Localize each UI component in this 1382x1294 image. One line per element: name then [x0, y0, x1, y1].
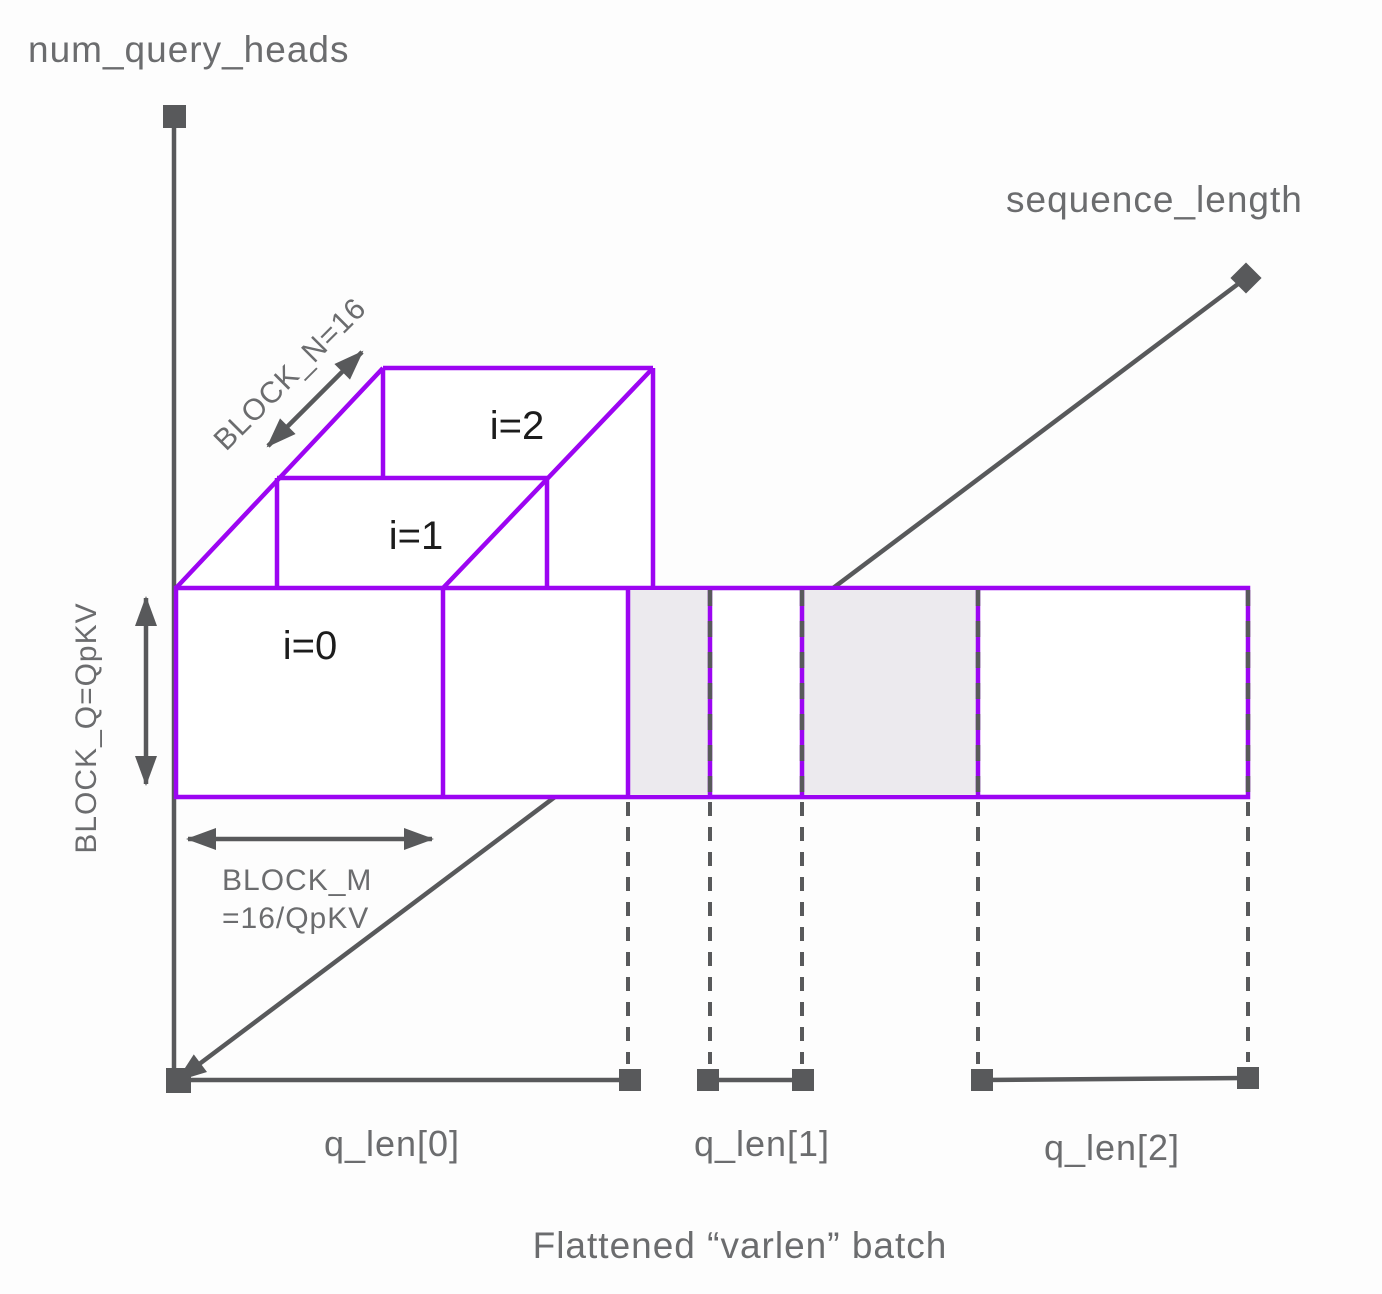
segment0-end-marker — [619, 1069, 641, 1091]
qlen1-label: q_len[1] — [694, 1123, 830, 1164]
segment2-start-marker — [971, 1069, 993, 1091]
block-q-label: BLOCK_Q=QpKV — [70, 602, 103, 853]
sequence-axis-diamond-marker — [1230, 262, 1262, 294]
segment1-end-marker — [792, 1069, 814, 1091]
drop-lines — [626, 802, 1250, 1064]
tile-i2-label: i=2 — [490, 404, 545, 448]
diagonal-axis-label: sequence_length — [1006, 179, 1303, 220]
bottom-caption: Flattened “varlen” batch — [533, 1225, 948, 1266]
band-shaded-region-1 — [628, 590, 710, 795]
varlen-band — [173, 585, 1251, 800]
band-shaded-region-2 — [802, 590, 978, 795]
tile-stack — [174, 365, 656, 590]
qlen2-label: q_len[2] — [1044, 1127, 1180, 1168]
y-axis-label: num_query_heads — [28, 29, 350, 70]
segment2-end-marker — [1237, 1067, 1259, 1089]
block-n-arrow — [266, 350, 364, 448]
vertical-axis-square-marker — [163, 105, 186, 128]
tile-i0-label: i=0 — [283, 624, 338, 668]
bottom-axis — [166, 1067, 1259, 1093]
qlen0-label: q_len[0] — [324, 1123, 460, 1164]
block-m-label-line1: BLOCK_M — [222, 864, 372, 897]
segment1-start-marker — [697, 1069, 719, 1091]
dimension-arrows — [135, 350, 434, 850]
block-m-label-line2: =16/QpKV — [222, 902, 369, 935]
tile-i1-label: i=1 — [389, 514, 444, 558]
segment-qlen2-line — [981, 1075, 1249, 1083]
origin-square-marker — [166, 1068, 191, 1093]
